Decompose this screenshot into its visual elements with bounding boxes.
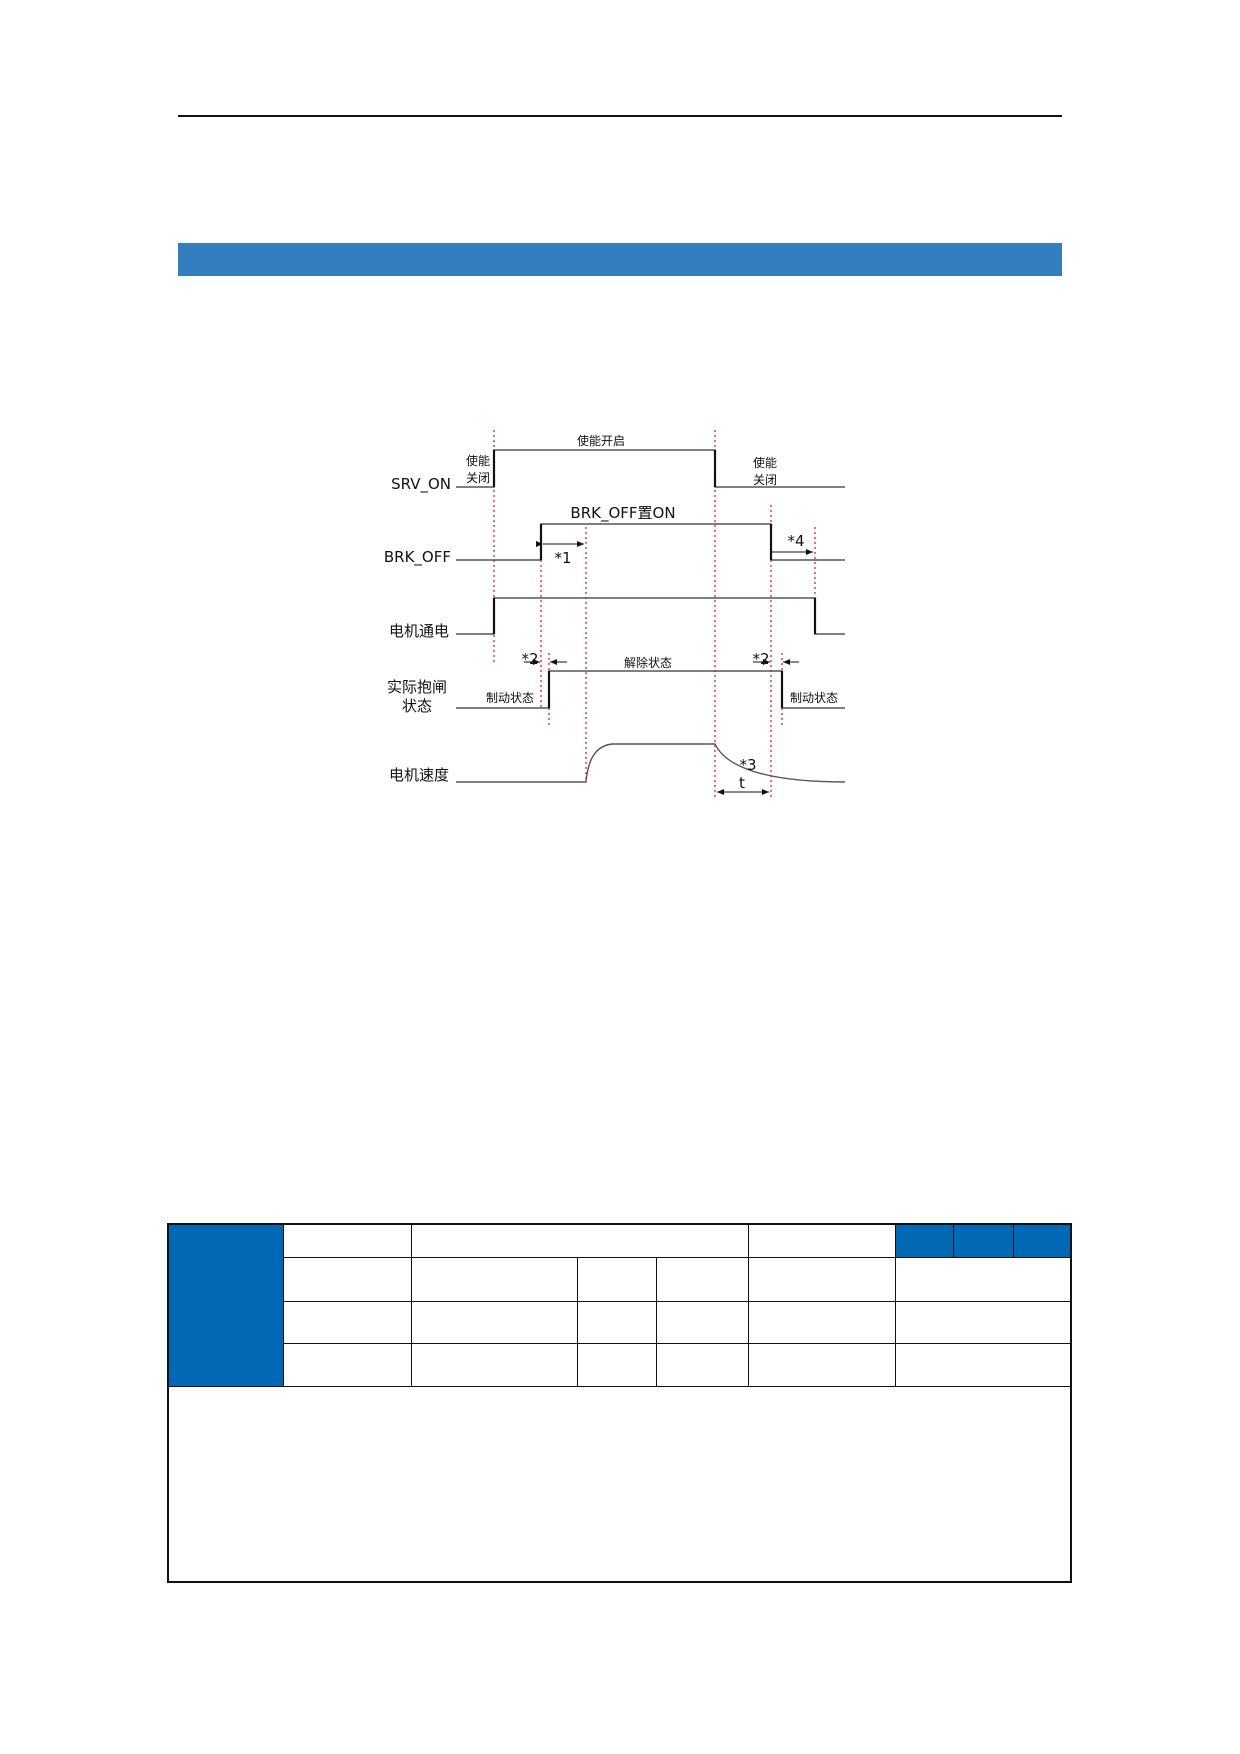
table-cell <box>412 1302 578 1344</box>
brk-off-waveform <box>456 523 845 561</box>
table-side-header <box>169 1225 284 1387</box>
table-cell <box>284 1258 412 1302</box>
table-cell <box>578 1302 657 1344</box>
motor-speed-waveform <box>456 743 846 783</box>
note-1: *1 <box>554 549 571 567</box>
table-cell <box>412 1225 749 1258</box>
table-header-cell <box>896 1225 954 1258</box>
table-header-cell <box>1014 1225 1070 1258</box>
annotation-braking-left: 制动状态 <box>486 691 534 705</box>
label-brk-off: BRK_OFF <box>384 548 451 567</box>
annotation-enable-on: 使能开启 <box>577 433 625 448</box>
note-3: *3 <box>739 756 756 774</box>
table-cell <box>896 1302 1070 1344</box>
label-brake-state-2: 状态 <box>402 697 432 715</box>
table-cell <box>412 1258 578 1302</box>
annotation-enable-off-left-1: 使能 <box>466 453 490 468</box>
table-cell <box>657 1302 749 1344</box>
motor-power-waveform <box>456 597 845 635</box>
table-cell <box>749 1302 896 1344</box>
interval-arrows <box>524 541 813 795</box>
srv-on-waveform <box>456 449 845 488</box>
note-2-right: *2 <box>752 650 769 668</box>
annotation-brk-off-on: BRK_OFF置ON <box>570 504 675 523</box>
label-srv-on: SRV_ON <box>391 475 451 494</box>
table-cell <box>896 1344 1070 1387</box>
table-cell <box>657 1258 749 1302</box>
table-cell <box>657 1344 749 1387</box>
table-cell <box>412 1344 578 1387</box>
table-cell <box>284 1302 412 1344</box>
note-2-left: *2 <box>521 650 538 668</box>
section-title-bar <box>178 243 1062 276</box>
note-4: *4 <box>787 532 804 550</box>
brake-state-waveform <box>456 670 845 709</box>
annotation-braking-right: 制动状态 <box>790 691 838 705</box>
annotation-released: 解除状态 <box>624 655 672 670</box>
table-cell <box>749 1344 896 1387</box>
table-cell <box>284 1344 412 1387</box>
timing-guides <box>493 430 816 800</box>
table-cell <box>578 1344 657 1387</box>
annotation-enable-off-left-2: 关闭 <box>466 471 490 485</box>
label-brake-state-1: 实际抱闸 <box>387 678 447 696</box>
interval-t: t <box>739 774 745 792</box>
table-cell <box>578 1258 657 1302</box>
annotation-enable-off-right-1: 使能 <box>753 455 777 470</box>
header-rule <box>178 115 1062 117</box>
table-cell <box>896 1258 1070 1302</box>
table-header-cell <box>954 1225 1014 1258</box>
table-cell <box>284 1225 412 1258</box>
label-motor-speed: 电机速度 <box>389 766 449 784</box>
table-cell <box>749 1225 896 1258</box>
table-cell <box>749 1258 896 1302</box>
annotation-enable-off-right-2: 关闭 <box>753 473 777 487</box>
info-table <box>167 1223 1072 1583</box>
label-motor-power: 电机通电 <box>389 622 449 640</box>
brake-timing-diagram: SRV_ON BRK_OFF 电机通电 电机速度 实际抱闸 状态 使能开启 使能… <box>384 430 846 800</box>
